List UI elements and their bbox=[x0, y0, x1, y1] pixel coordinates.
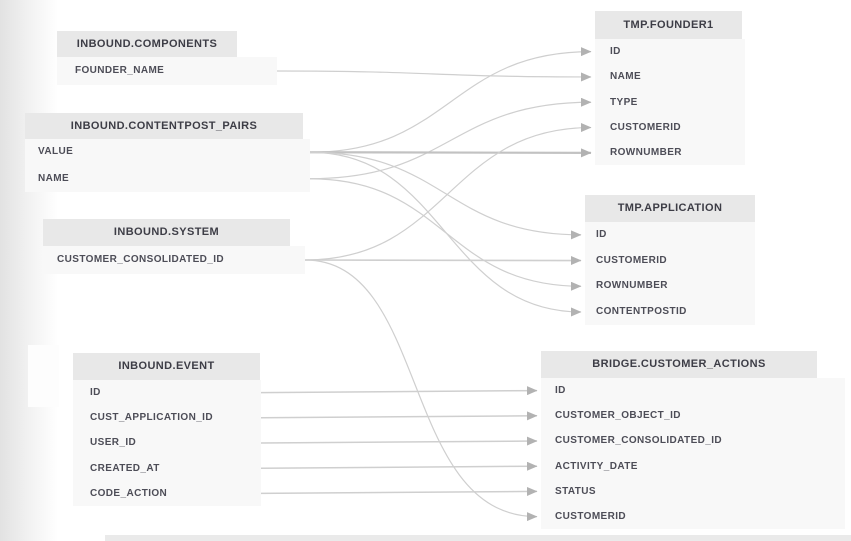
table-header-system[interactable]: INBOUND.SYSTEM bbox=[43, 219, 290, 246]
table-rows-founder1: ID NAME TYPE CUSTOMERID ROWNUMBER bbox=[595, 39, 745, 166]
column-row-contentpost_pairs-name[interactable]: NAME bbox=[25, 166, 310, 193]
column-label: CUSTOMER_OBJECT_ID bbox=[555, 410, 681, 422]
column-row-founder1-id[interactable]: ID bbox=[595, 39, 745, 64]
edge-event.USER_ID-to-bridge.CUSTOMER_CONSOLIDATED_ID bbox=[260, 436, 538, 446]
column-row-application-customerid[interactable]: CUSTOMERID bbox=[585, 248, 755, 274]
column-label: NAME bbox=[38, 172, 70, 184]
table-rows-system: CUSTOMER_CONSOLIDATED_ID bbox=[43, 246, 305, 274]
column-row-bridge-customer_object_id[interactable]: CUSTOMER_OBJECT_ID bbox=[541, 403, 845, 428]
edge-event.CUST_APPLICATION_ID-to-bridge.CUSTOMER_OBJECT_ID bbox=[260, 411, 538, 421]
column-row-founder1-type[interactable]: TYPE bbox=[595, 90, 745, 115]
column-label: ID bbox=[555, 385, 566, 396]
column-row-founder1-customerid[interactable]: CUSTOMERID bbox=[595, 115, 745, 140]
column-row-event-id[interactable]: ID bbox=[73, 380, 261, 405]
column-label: CUSTOMERID bbox=[596, 254, 668, 266]
table-bridge: BRIDGE.CUSTOMER_ACTIONS ID CUSTOMER_OBJECT… bbox=[541, 351, 845, 530]
table-title: TMP.FOUNDER1 bbox=[623, 19, 714, 31]
column-label: CODE_ACTION bbox=[90, 487, 168, 499]
column-row-bridge-id[interactable]: ID bbox=[541, 378, 845, 403]
table-title: INBOUND.SYSTEM bbox=[113, 226, 220, 238]
table-title: INBOUND.COMPONENTS bbox=[76, 38, 218, 50]
edge-components.FOUNDER_NAME-to-founder1.NAME bbox=[276, 70, 592, 82]
column-row-bridge-customer_consolidated_id[interactable]: CUSTOMER_CONSOLIDATED_ID bbox=[541, 428, 845, 453]
column-label: ROWNUMBER bbox=[596, 280, 668, 292]
edge-contentpost_pairs.VALUE-to-founder1.ID bbox=[309, 47, 592, 153]
column-label: ROWNUMBER bbox=[610, 147, 682, 159]
column-label: CUSTOMER_CONSOLIDATED_ID bbox=[57, 254, 225, 265]
table-rows-contentpost_pairs: VALUE NAME bbox=[25, 139, 310, 192]
table-rows-components: FOUNDER_NAME bbox=[57, 57, 277, 85]
column-label: STATUS bbox=[555, 485, 596, 497]
column-row-application-rownumber[interactable]: ROWNUMBER bbox=[585, 273, 755, 299]
table-rows-application: ID CUSTOMERID ROWNUMBER CONTENTPOSTID bbox=[585, 222, 755, 325]
column-label: USER_ID bbox=[90, 437, 137, 449]
column-label: CUSTOMER_CONSOLIDATED_ID bbox=[555, 435, 723, 447]
column-row-system-customer_consolidated_id[interactable]: CUSTOMER_CONSOLIDATED_ID bbox=[43, 246, 305, 274]
edge-system.CUSTOMER_CONSOLIDATED_ID-to-founder1.CUSTOMERID bbox=[304, 123, 592, 261]
column-row-application-contentpostid[interactable]: CONTENTPOSTID bbox=[585, 299, 755, 325]
table-contentpost_pairs: INBOUND.CONTENTPOST_PAIRS VALUE NAME bbox=[25, 113, 310, 192]
table-header-components[interactable]: INBOUND.COMPONENTS bbox=[57, 31, 237, 57]
column-label: NAME bbox=[610, 71, 642, 83]
edge-contentpost_pairs.VALUE-to-application.CONTENTPOSTID bbox=[309, 151, 582, 317]
column-label: CONTENTPOSTID bbox=[596, 306, 687, 318]
edge-event.ID-to-bridge.ID bbox=[260, 386, 538, 396]
column-row-event-code_action[interactable]: CODE_ACTION bbox=[73, 481, 261, 506]
table-title: TMP.APPLICATION bbox=[617, 202, 723, 214]
column-row-bridge-status[interactable]: STATUS bbox=[541, 479, 845, 504]
column-label: CUST_APPLICATION_ID bbox=[90, 412, 213, 424]
column-label: TYPE bbox=[610, 96, 638, 108]
edge-contentpost_pairs.VALUE-to-founder1.ROWNUMBER bbox=[309, 148, 592, 158]
column-row-founder1-name[interactable]: NAME bbox=[595, 64, 745, 89]
column-label: CUSTOMERID bbox=[555, 510, 627, 522]
column-label: ID bbox=[610, 46, 621, 57]
table-title: INBOUND.EVENT bbox=[118, 360, 215, 372]
column-label: FOUNDER_NAME bbox=[75, 65, 165, 76]
edge-event.CREATED_AT-to-bridge.ACTIVITY_DATE bbox=[260, 461, 538, 471]
table-header-founder1[interactable]: TMP.FOUNDER1 bbox=[595, 11, 742, 39]
column-row-event-created_at[interactable]: CREATED_AT bbox=[73, 456, 261, 481]
column-row-event-user_id[interactable]: USER_ID bbox=[73, 430, 261, 455]
table-header-contentpost_pairs[interactable]: INBOUND.CONTENTPOST_PAIRS bbox=[25, 113, 303, 139]
table-application: TMP.APPLICATION ID CUSTOMERID ROWNUMBER CONT… bbox=[585, 195, 755, 325]
edge-event.CODE_ACTION-to-bridge.STATUS bbox=[260, 486, 538, 496]
table-title: INBOUND.CONTENTPOST_PAIRS bbox=[70, 120, 258, 132]
column-label: VALUE bbox=[38, 146, 74, 157]
table-rows-event: ID CUST_APPLICATION_ID USER_ID CREATED_AT CO… bbox=[73, 380, 261, 506]
table-header-event[interactable]: INBOUND.EVENT bbox=[73, 353, 260, 380]
column-row-bridge-activity_date[interactable]: ACTIVITY_DATE bbox=[541, 454, 845, 479]
table-header-bridge[interactable]: BRIDGE.CUSTOMER_ACTIONS bbox=[541, 351, 817, 378]
table-components: INBOUND.COMPONENTS FOUNDER_NAME bbox=[57, 31, 277, 85]
column-row-components-founder_name[interactable]: FOUNDER_NAME bbox=[57, 57, 277, 85]
edge-system.CUSTOMER_CONSOLIDATED_ID-to-application.CUSTOMERID bbox=[304, 256, 582, 266]
column-label: ID bbox=[596, 229, 607, 240]
column-label: CREATED_AT bbox=[90, 462, 160, 474]
column-row-application-id[interactable]: ID bbox=[585, 222, 755, 248]
column-label: CUSTOMERID bbox=[610, 121, 682, 133]
column-label: ID bbox=[90, 387, 101, 398]
column-label: ACTIVITY_DATE bbox=[555, 460, 638, 472]
column-row-event-cust_application_id[interactable]: CUST_APPLICATION_ID bbox=[73, 405, 261, 430]
edge-system.CUSTOMER_CONSOLIDATED_ID-to-bridge.CUSTOMERID bbox=[304, 259, 538, 522]
column-row-founder1-rownumber[interactable]: ROWNUMBER bbox=[595, 140, 745, 165]
table-event: INBOUND.EVENT ID CUST_APPLICATION_ID USER_I… bbox=[73, 353, 261, 506]
column-row-contentpost_pairs-value[interactable]: VALUE bbox=[25, 139, 310, 166]
edge-contentpost_pairs.NAME-to-founder1.TYPE bbox=[309, 97, 592, 180]
column-row-bridge-customerid[interactable]: CUSTOMERID bbox=[541, 504, 845, 529]
edge-contentpost_pairs.VALUE-to-application.ID bbox=[309, 151, 582, 240]
table-header-application[interactable]: TMP.APPLICATION bbox=[585, 195, 755, 222]
table-title: BRIDGE.CUSTOMER_ACTIONS bbox=[592, 358, 766, 370]
table-rows-bridge: ID CUSTOMER_OBJECT_ID CUSTOMER_CONSOLIDATE… bbox=[541, 378, 845, 530]
table-system: INBOUND.SYSTEM CUSTOMER_CONSOLIDATED_ID bbox=[43, 219, 305, 274]
